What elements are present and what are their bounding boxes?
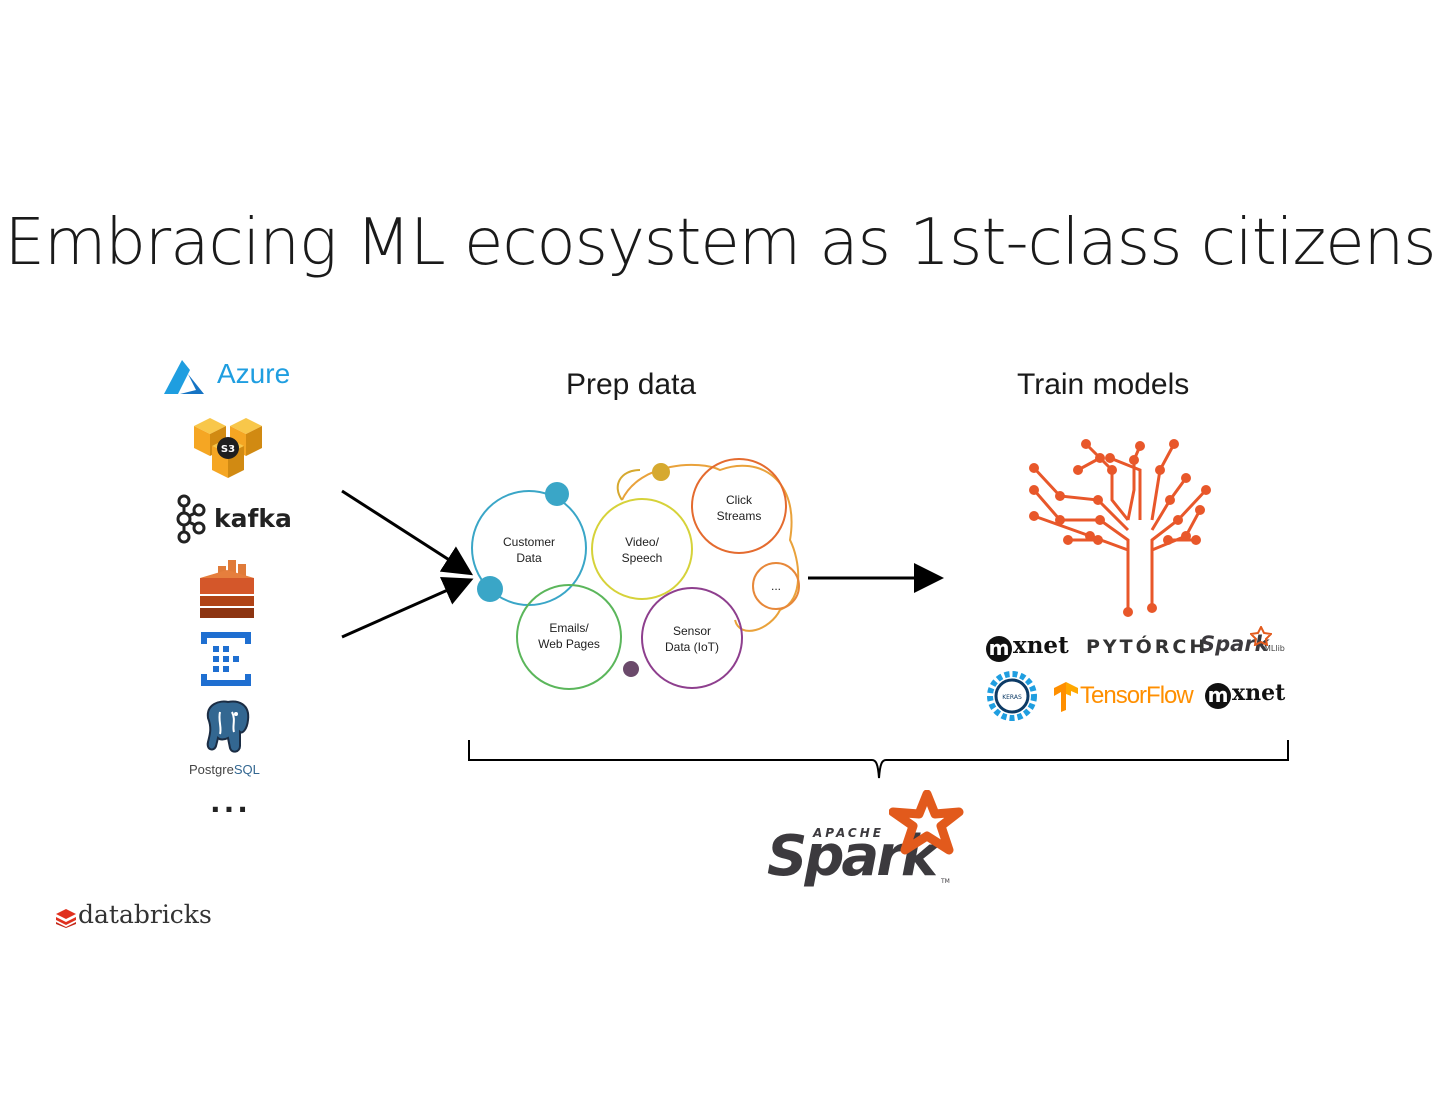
input-arrow-upper <box>341 489 474 576</box>
postgresql-elephant-icon <box>206 700 250 753</box>
more-bubble-label: ... <box>771 579 781 593</box>
event-hubs-icon <box>201 632 251 686</box>
customer-data-line2: Data <box>516 551 542 565</box>
postgresql-label-part2: SQL <box>233 762 260 777</box>
apache-label: APACHE <box>813 826 884 840</box>
kafka-logo: kafka <box>176 494 296 544</box>
emails-line1: Emails/ <box>549 621 589 635</box>
more-sources-ellipsis: ... <box>210 786 251 819</box>
prep-data-heading: Prep data <box>566 368 697 401</box>
sensor-line1: Sensor <box>673 624 711 638</box>
azure-logo: Azure <box>160 358 300 398</box>
tensorflow-label: TensorFlow <box>1080 682 1194 709</box>
click-streams-line2: Streams <box>717 509 762 523</box>
mxnet-label-1: xnet <box>1013 632 1069 659</box>
slide-title: Embracing ML ecosystem as 1st-class citi… <box>4 206 1437 280</box>
keras-logo: KERAS <box>984 668 1040 724</box>
train-models-heading: Train models <box>1017 368 1190 401</box>
databricks-logo: databricks <box>55 900 235 934</box>
keras-gear-icon: KERAS <box>987 671 1037 721</box>
spark-tm: TM <box>941 878 950 885</box>
spark-star-small-icon <box>1250 626 1272 646</box>
neural-tree-icon <box>1032 442 1208 612</box>
click-streams-line1: Click <box>726 493 753 507</box>
spark-mllib-logo: Spark MLlib <box>1200 626 1300 660</box>
bubble-click-streams <box>691 458 787 554</box>
spark-brace <box>468 740 1289 779</box>
apache-spark-logo: APACHE Spark TM <box>765 790 975 900</box>
video-speech-line2: Speech <box>622 551 663 565</box>
databricks-label: databricks <box>78 900 212 929</box>
tensorflow-logo: TensorFlow <box>1052 680 1194 714</box>
mxnet-m-badge: m <box>986 636 1012 662</box>
mxnet-logo-2: m xnet <box>1205 680 1295 710</box>
mllib-label: MLlib <box>1264 644 1285 653</box>
bubble-video-speech <box>591 498 693 600</box>
s3-icon: S3 <box>194 418 262 478</box>
bubble-cluster-outline <box>621 463 800 632</box>
azure-label: Azure <box>217 358 291 389</box>
s3-label: S3 <box>221 444 235 455</box>
mxnet-m-badge-2: m <box>1205 683 1231 709</box>
kafka-label: kafka <box>214 504 292 533</box>
pytorch-logo: PYTÓRCH <box>1086 636 1209 658</box>
mxnet-logo-1: m xnet <box>986 632 1076 662</box>
postgresql-label-part1: Postgre <box>189 762 234 777</box>
redshift-icon <box>200 560 254 618</box>
customer-data-line1: Customer <box>503 535 555 549</box>
dot-teal-top <box>545 482 569 506</box>
azure-icon <box>164 360 204 394</box>
keras-label: KERAS <box>1002 694 1022 701</box>
databricks-icon <box>56 909 76 928</box>
video-speech-line1: Video/ <box>625 535 659 549</box>
bubble-sensor-data <box>641 587 743 689</box>
kafka-icon <box>176 494 206 544</box>
emails-line2: Web Pages <box>538 637 600 651</box>
dot-purple <box>623 661 639 677</box>
bubble-more <box>752 562 800 610</box>
bubble-emails-web-pages <box>516 584 622 690</box>
dot-gold <box>652 463 670 481</box>
mxnet-label-2: xnet <box>1232 680 1286 706</box>
spark-star-icon <box>889 790 964 855</box>
dot-teal-left <box>477 576 503 602</box>
input-arrow-lower <box>341 577 474 639</box>
sensor-line2: Data (IoT) <box>665 640 719 654</box>
tensorflow-icon <box>1054 682 1078 712</box>
postgresql-label: PostgreSQL <box>189 762 260 777</box>
